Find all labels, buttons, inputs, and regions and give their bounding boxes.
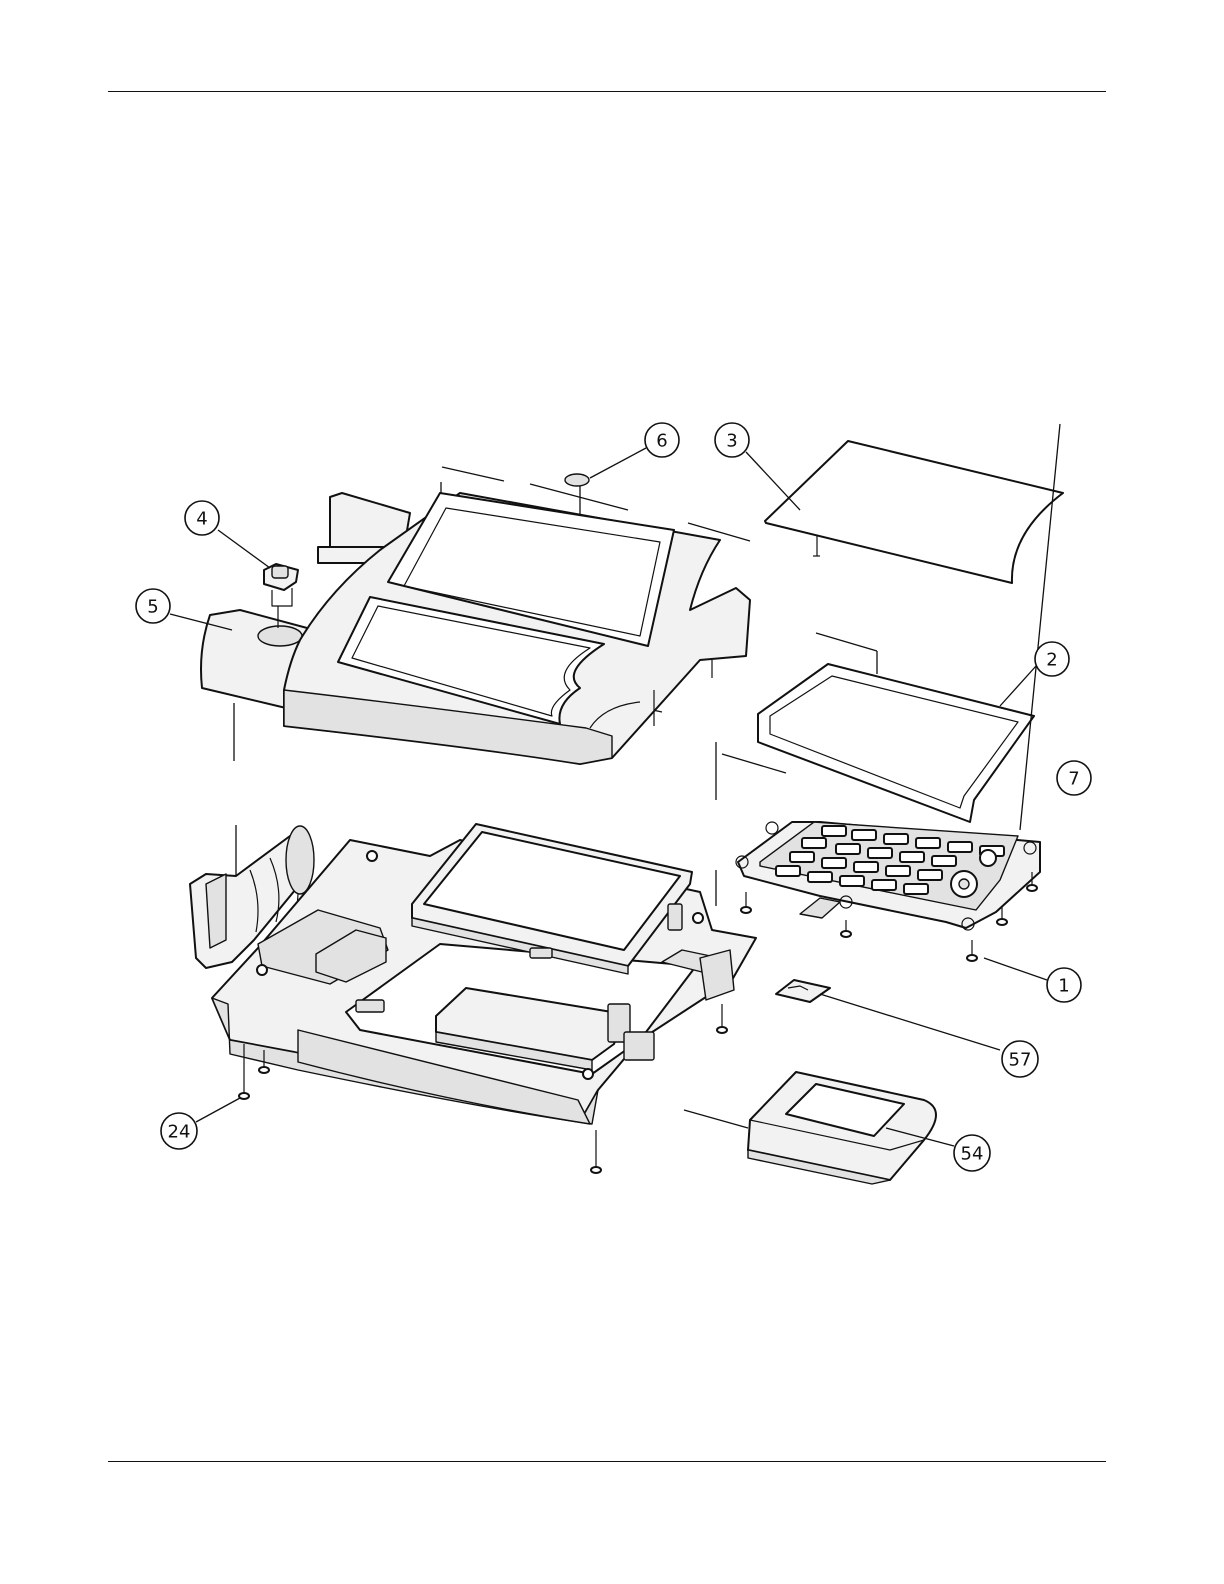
callout-24: 24 — [161, 1113, 197, 1149]
callout-5: 5 — [136, 589, 170, 623]
callout-57: 57 — [1002, 1041, 1038, 1077]
callout-24-label: 24 — [168, 1122, 191, 1143]
callout-2: 2 — [1035, 642, 1069, 676]
part-57-memory-card — [776, 980, 830, 1002]
part-3-display-film — [765, 441, 1063, 583]
callout-6-label: 6 — [656, 431, 667, 452]
part-2-display-gasket — [758, 664, 1034, 822]
callout-57-label: 57 — [1009, 1050, 1032, 1071]
callout-3-label: 3 — [726, 431, 737, 452]
callout-2-label: 2 — [1046, 650, 1057, 671]
part-7-keypad-panel — [736, 822, 1040, 930]
callout-1: 1 — [1047, 968, 1081, 1002]
callout-1-label: 1 — [1058, 976, 1069, 997]
part-54-battery — [748, 1072, 936, 1184]
callout-54-label: 54 — [961, 1144, 984, 1165]
callout-54: 54 — [954, 1135, 990, 1171]
callout-3: 3 — [715, 423, 749, 457]
callout-4-label: 4 — [196, 509, 207, 530]
callout-4: 4 — [185, 501, 219, 535]
callout-6: 6 — [645, 423, 679, 457]
callout-7-label: 7 — [1068, 769, 1079, 790]
top-cover-housing — [201, 493, 750, 764]
callout-5-label: 5 — [147, 597, 158, 618]
callout-7: 7 — [1057, 761, 1091, 795]
